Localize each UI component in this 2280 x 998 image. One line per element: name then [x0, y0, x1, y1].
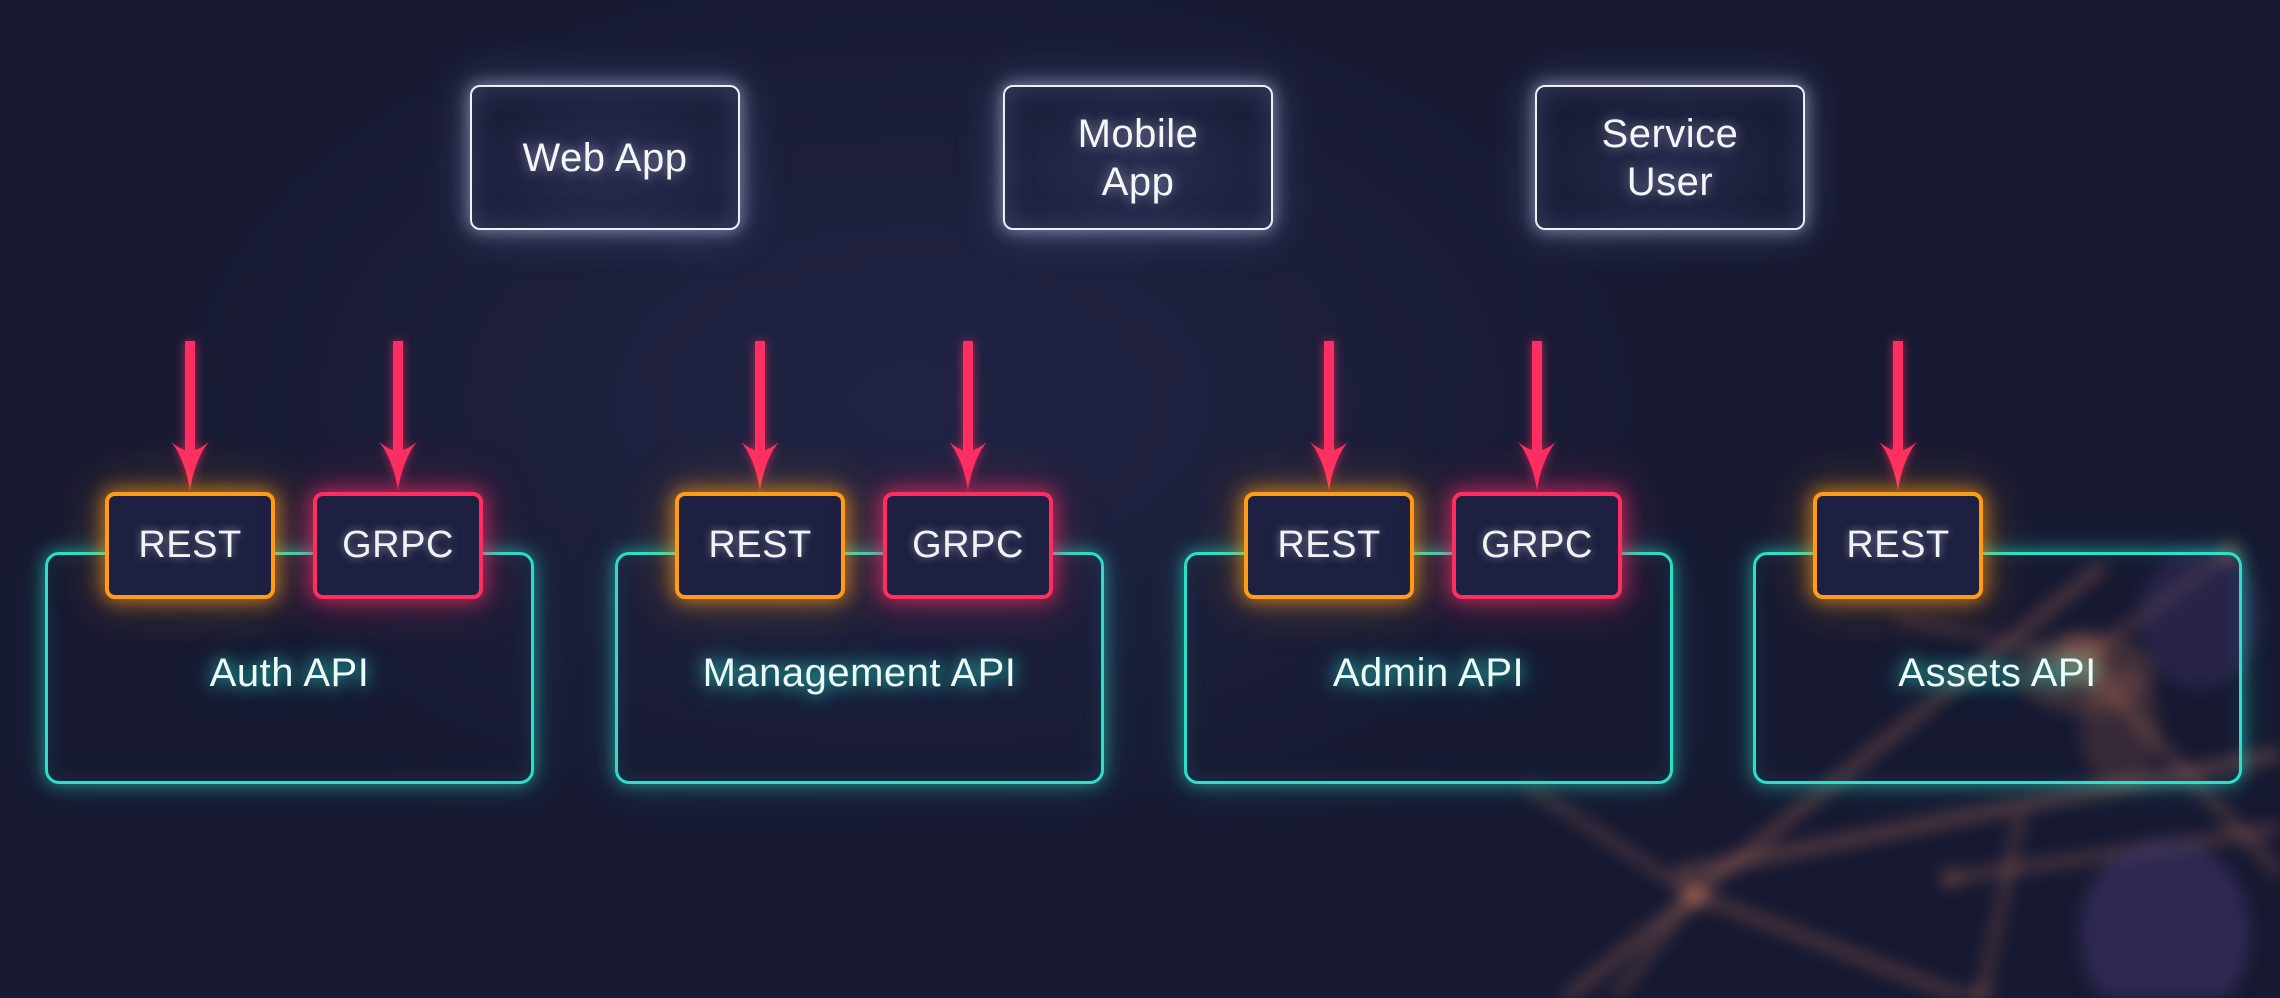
protocol-box-rest: REST: [675, 492, 845, 599]
api-container-auth: REST GRPC Auth API: [45, 341, 534, 784]
protocol-box-rest: REST: [1244, 492, 1414, 599]
down-arrow-icon: [949, 341, 987, 491]
protocol-box-grpc: GRPC: [883, 492, 1053, 599]
down-arrow-icon: [1518, 341, 1556, 491]
client-label: Mobile App: [1077, 111, 1199, 204]
protocol-label: GRPC: [342, 524, 454, 566]
api-container-assets: REST Assets API: [1753, 341, 2242, 784]
protocol-box-grpc: GRPC: [313, 492, 483, 599]
api-container-management: REST GRPC Management API: [615, 341, 1104, 784]
client-box-web-app: Web App: [470, 85, 740, 230]
protocol-box-rest: REST: [105, 492, 275, 599]
down-arrow-icon: [379, 341, 417, 491]
api-name: Admin API: [1332, 651, 1525, 695]
down-arrow-icon: [741, 341, 779, 491]
api-container-admin: REST GRPC Admin API: [1184, 341, 1673, 784]
protocol-label: REST: [1846, 524, 1950, 566]
protocol-label: REST: [138, 524, 242, 566]
client-label: Service User: [1601, 111, 1739, 204]
down-arrow-icon: [1310, 341, 1348, 491]
protocol-label: GRPC: [1481, 524, 1593, 566]
down-arrow-icon: [1879, 341, 1917, 491]
protocol-box-grpc: GRPC: [1452, 492, 1622, 599]
api-name: Assets API: [1898, 651, 2097, 695]
client-label: Web App: [522, 135, 688, 180]
protocol-label: REST: [708, 524, 812, 566]
protocol-label: REST: [1277, 524, 1381, 566]
api-name: Auth API: [209, 651, 370, 695]
down-arrow-icon: [171, 341, 209, 491]
protocol-label: GRPC: [912, 524, 1024, 566]
client-box-service-user: Service User: [1535, 85, 1805, 230]
api-name: Management API: [702, 651, 1017, 695]
client-box-mobile-app: Mobile App: [1003, 85, 1273, 230]
protocol-box-rest: REST: [1813, 492, 1983, 599]
